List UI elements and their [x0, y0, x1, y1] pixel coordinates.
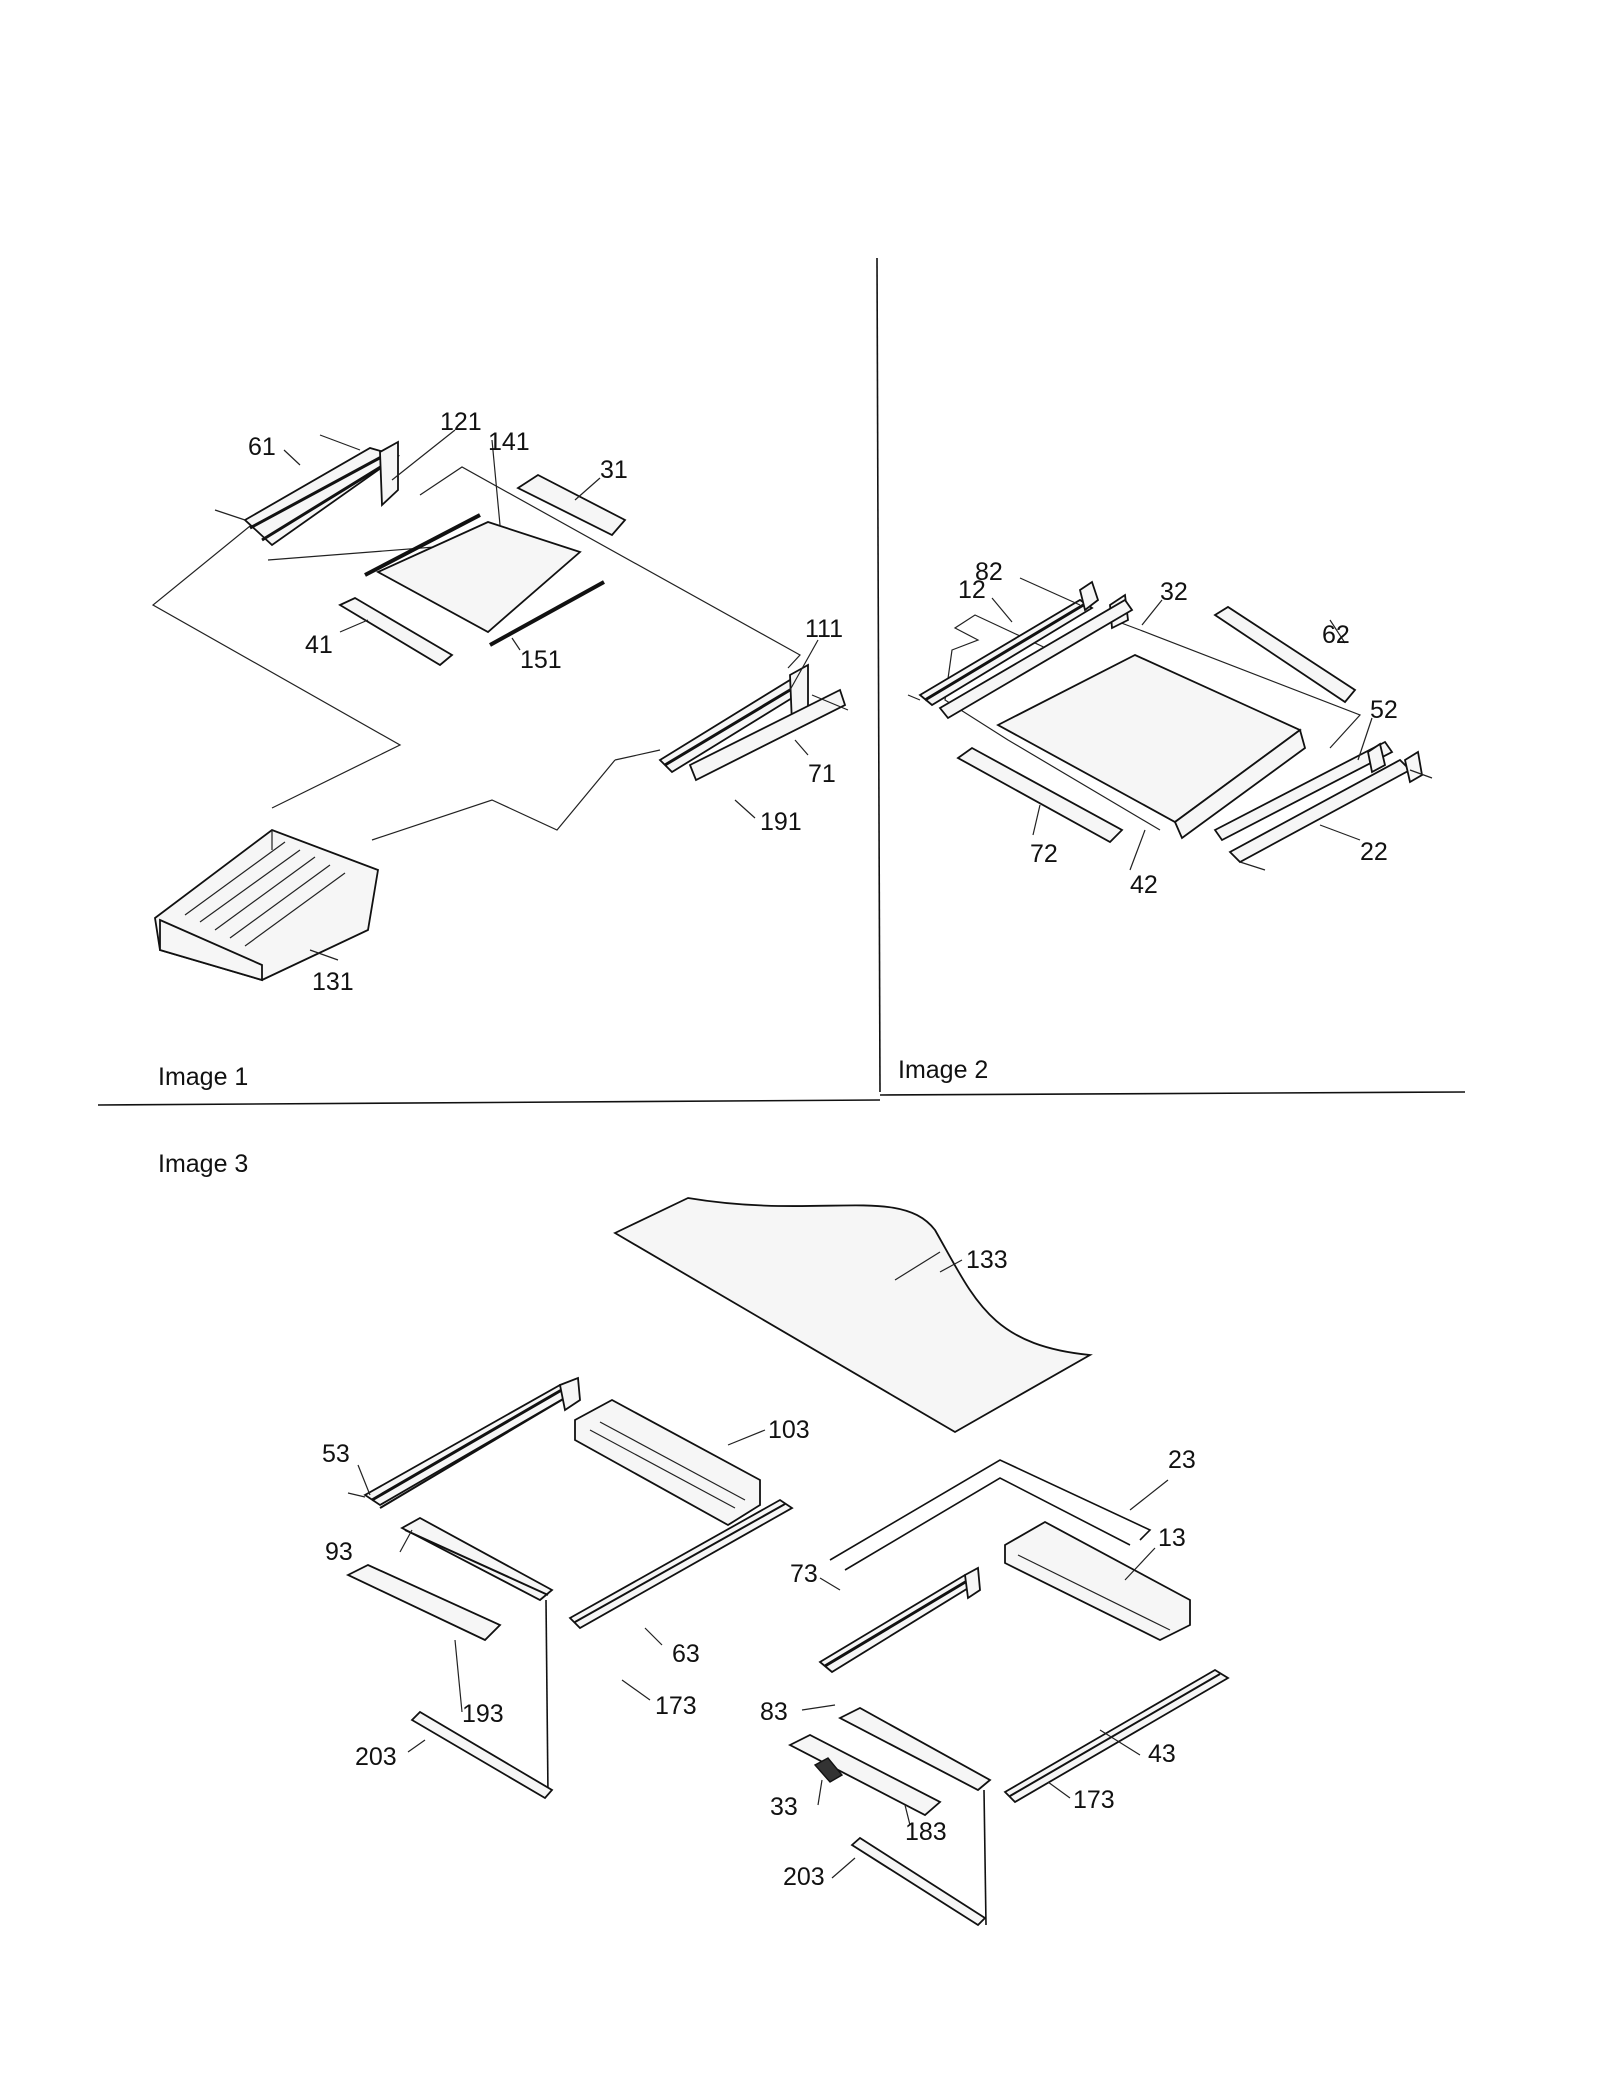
- callout-23: 23: [1168, 1446, 1196, 1474]
- left-rail-12: [907, 580, 1134, 720]
- callout-13: 13: [1158, 1524, 1186, 1552]
- callout-131: 131: [312, 968, 354, 996]
- horizontal-divider-right: [879, 1091, 1466, 1096]
- horizontal-divider-left: [97, 1099, 881, 1106]
- callout-61: 61: [248, 433, 276, 461]
- callout-73: 73: [790, 1560, 818, 1588]
- image2-caption: Image 2: [898, 1056, 988, 1084]
- callout-173-left: 173: [655, 1692, 697, 1720]
- callout-203-right: 203: [783, 1863, 825, 1891]
- callout-103: 103: [768, 1416, 810, 1444]
- callout-183: 183: [905, 1818, 947, 1846]
- callout-141: 141: [488, 428, 530, 456]
- callout-193: 193: [462, 1700, 504, 1728]
- callout-42: 42: [1130, 871, 1158, 899]
- right-rail-22: [1213, 740, 1433, 871]
- callout-191: 191: [760, 808, 802, 836]
- callout-52: 52: [1370, 696, 1398, 724]
- callout-111: 111: [805, 615, 843, 643]
- right-rail-111: [658, 663, 849, 782]
- callout-173-right: 173: [1073, 1786, 1115, 1814]
- callout-203-left: 203: [355, 1743, 397, 1771]
- right-assembly: [788, 1459, 1230, 1927]
- image1-caption: Image 1: [158, 1063, 248, 1091]
- callout-53: 53: [322, 1440, 350, 1468]
- rear-trim-62: [1213, 605, 1357, 704]
- callout-133: 133: [966, 1246, 1008, 1274]
- crisper-cover-13: [1004, 1520, 1191, 1642]
- crisper-cover-103: [574, 1398, 761, 1527]
- vertical-divider: [876, 257, 881, 1093]
- callout-121: 121: [440, 408, 482, 436]
- callout-93: 93: [325, 1538, 353, 1566]
- callout-151: 151: [520, 646, 562, 674]
- callout-62: 62: [1322, 621, 1350, 649]
- callout-72: 72: [1030, 840, 1058, 868]
- callout-33: 33: [770, 1793, 798, 1821]
- callout-63: 63: [672, 1640, 700, 1668]
- left-assembly: [345, 1376, 794, 1800]
- front-trim-41: [338, 596, 454, 667]
- glass-panel-133: [613, 1197, 1093, 1434]
- image2-panel: 82 32 12 62 52 72 42 22 Image 2: [898, 558, 1433, 1084]
- callout-71: 71: [808, 760, 836, 788]
- callout-31: 31: [600, 456, 628, 484]
- callout-43: 43: [1148, 1740, 1176, 1768]
- image1-panel: 61 121 141 31 41 151 111 71 191 131 Imag…: [151, 408, 849, 1091]
- crisper-drawer-131: [154, 828, 380, 982]
- callout-12: 12: [958, 576, 986, 604]
- callout-22: 22: [1360, 838, 1388, 866]
- callout-32: 32: [1160, 578, 1188, 606]
- rear-trim-31: [516, 473, 627, 537]
- image3-caption: Image 3: [158, 1150, 248, 1178]
- left-rail-61: [214, 434, 401, 547]
- callout-83: 83: [760, 1698, 788, 1726]
- glass-shelf-141: [375, 521, 582, 634]
- front-trim-72: [956, 746, 1124, 844]
- callout-41: 41: [305, 631, 333, 659]
- callout-82: 82: [975, 558, 1003, 586]
- image3-panel: Image 3: [158, 1150, 1230, 1927]
